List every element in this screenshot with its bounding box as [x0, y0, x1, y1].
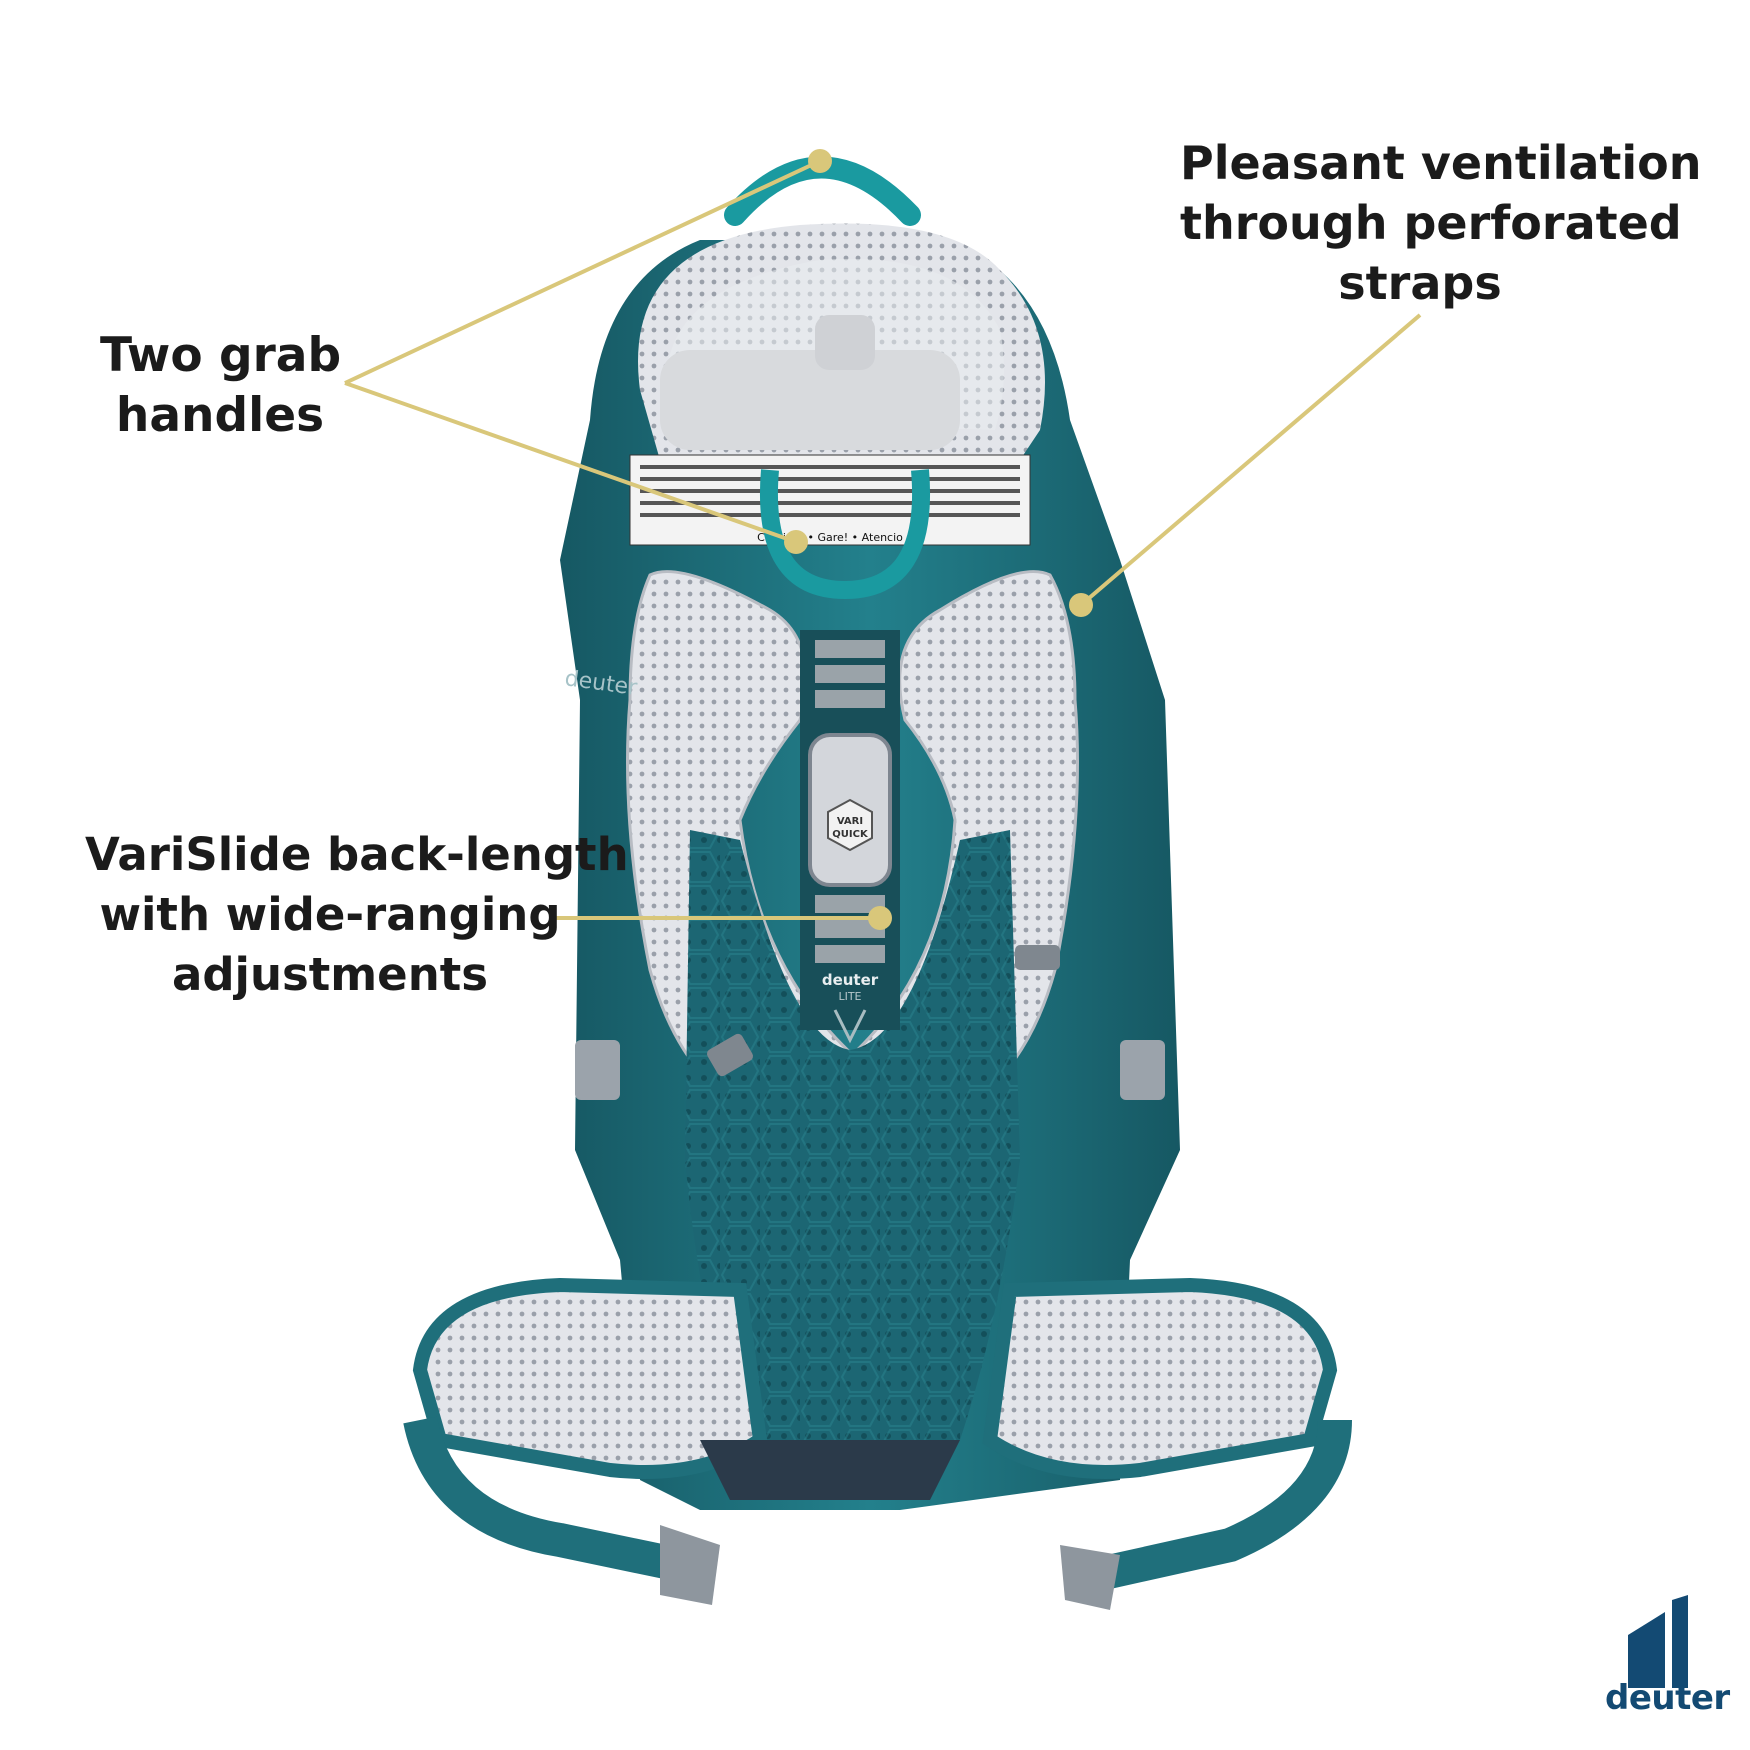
- brand-logo: deuter: [1605, 1600, 1730, 1730]
- callout-ventilation-line3: straps: [1338, 256, 1502, 310]
- sternum-buckle-left: [707, 1033, 753, 1077]
- callout-varislide: VariSlide back-length with wide-ranging …: [85, 825, 629, 1005]
- warning-label: [629, 454, 1031, 546]
- callout-dots: [784, 149, 1093, 930]
- callout-lines: [344, 159, 1422, 920]
- brand-logo-icon: [1628, 1595, 1688, 1688]
- callout-grab-handles-line1: Two grab: [100, 328, 342, 383]
- hip-buckle-left: [660, 1525, 720, 1605]
- top-grab-handle: [724, 156, 921, 226]
- vari-quick-badge-bottom: QUICK: [832, 829, 869, 840]
- vari-quick-badge-top: VARI: [837, 816, 863, 827]
- callout-ventilation: Pleasant ventilation through perforated …: [1180, 133, 1702, 313]
- back-logo-sub: LITE: [838, 990, 861, 1003]
- callout-grab-handles: Two grab handles: [100, 326, 342, 446]
- callout-varislide-line1: VariSlide back-length: [85, 828, 629, 881]
- fleece-pad: [660, 350, 960, 450]
- callout-ventilation-line2: through perforated: [1180, 196, 1682, 250]
- sternum-buckle-right: [1015, 945, 1060, 970]
- callout-ventilation-line1: Pleasant ventilation: [1180, 136, 1702, 190]
- side-buckle-left: [575, 1040, 620, 1100]
- side-buckle-right: [1120, 1040, 1165, 1100]
- brand-name: deuter: [1605, 1678, 1730, 1718]
- shoulder-strap-right: [833, 570, 1079, 1132]
- hip-strap-left: [403, 1416, 684, 1582]
- callout-varislide-line2: with wide-ranging: [99, 888, 561, 941]
- hip-strap-right: [1091, 1419, 1352, 1592]
- callout-varislide-line3: adjustments: [171, 948, 489, 1001]
- hip-belt-left: [412, 1277, 768, 1479]
- hip-belt-right: [982, 1277, 1338, 1479]
- back-panel: [685, 830, 1020, 1440]
- hip-buckle-right: [1060, 1545, 1120, 1610]
- back-logo: deuter: [822, 971, 879, 989]
- callout-grab-handles-line2: handles: [115, 388, 325, 443]
